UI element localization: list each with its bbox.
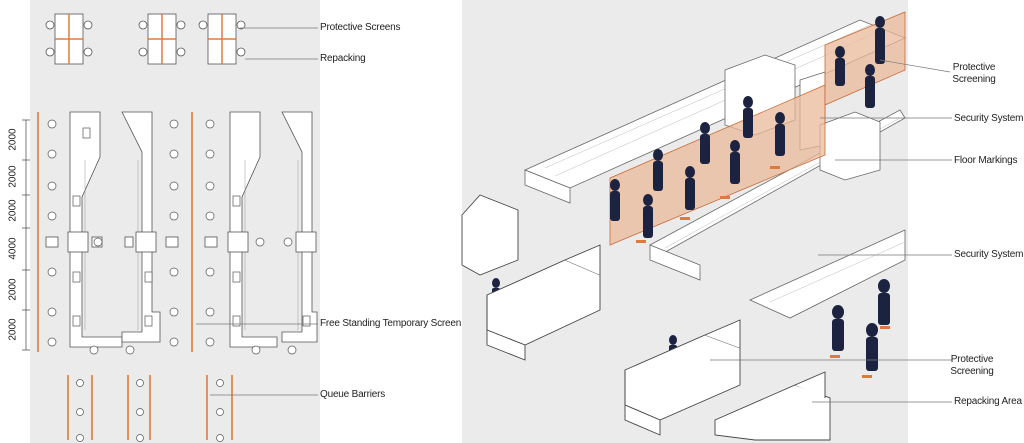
- desk-group-2: [138, 13, 186, 65]
- label-floor-markings: Floor Markings: [954, 155, 1018, 166]
- label-repacking-area: Repacking Area: [954, 396, 1022, 407]
- conveyor-lanes: [69, 111, 318, 348]
- label-repacking: Repacking: [320, 53, 366, 64]
- label-security-system-2: Security System: [954, 249, 1024, 260]
- desk-group-3: [198, 13, 246, 65]
- label-security-system-1: Security System: [954, 113, 1024, 124]
- dimension-5: 2000: [7, 278, 19, 301]
- iso-figures: [492, 16, 890, 371]
- label-protective-screening-bottom: Protective Screening: [950, 354, 994, 377]
- label-protective-screens: Protective Screens: [320, 22, 401, 33]
- label-free-standing-screen: Free Standing Temporary Screen: [320, 318, 462, 329]
- dimension-3: 2000: [7, 199, 19, 222]
- dimension-6: 2000: [7, 318, 19, 341]
- dimension-4: 4000: [7, 237, 19, 260]
- iso-booths: [461, 194, 831, 441]
- dimension-1: 2000: [7, 128, 19, 151]
- label-queue-barriers: Queue Barriers: [320, 389, 386, 400]
- dimension-line: [22, 119, 30, 351]
- label-protective-screening-top: Protective Screening: [952, 62, 996, 85]
- desk-group-1: [45, 13, 93, 65]
